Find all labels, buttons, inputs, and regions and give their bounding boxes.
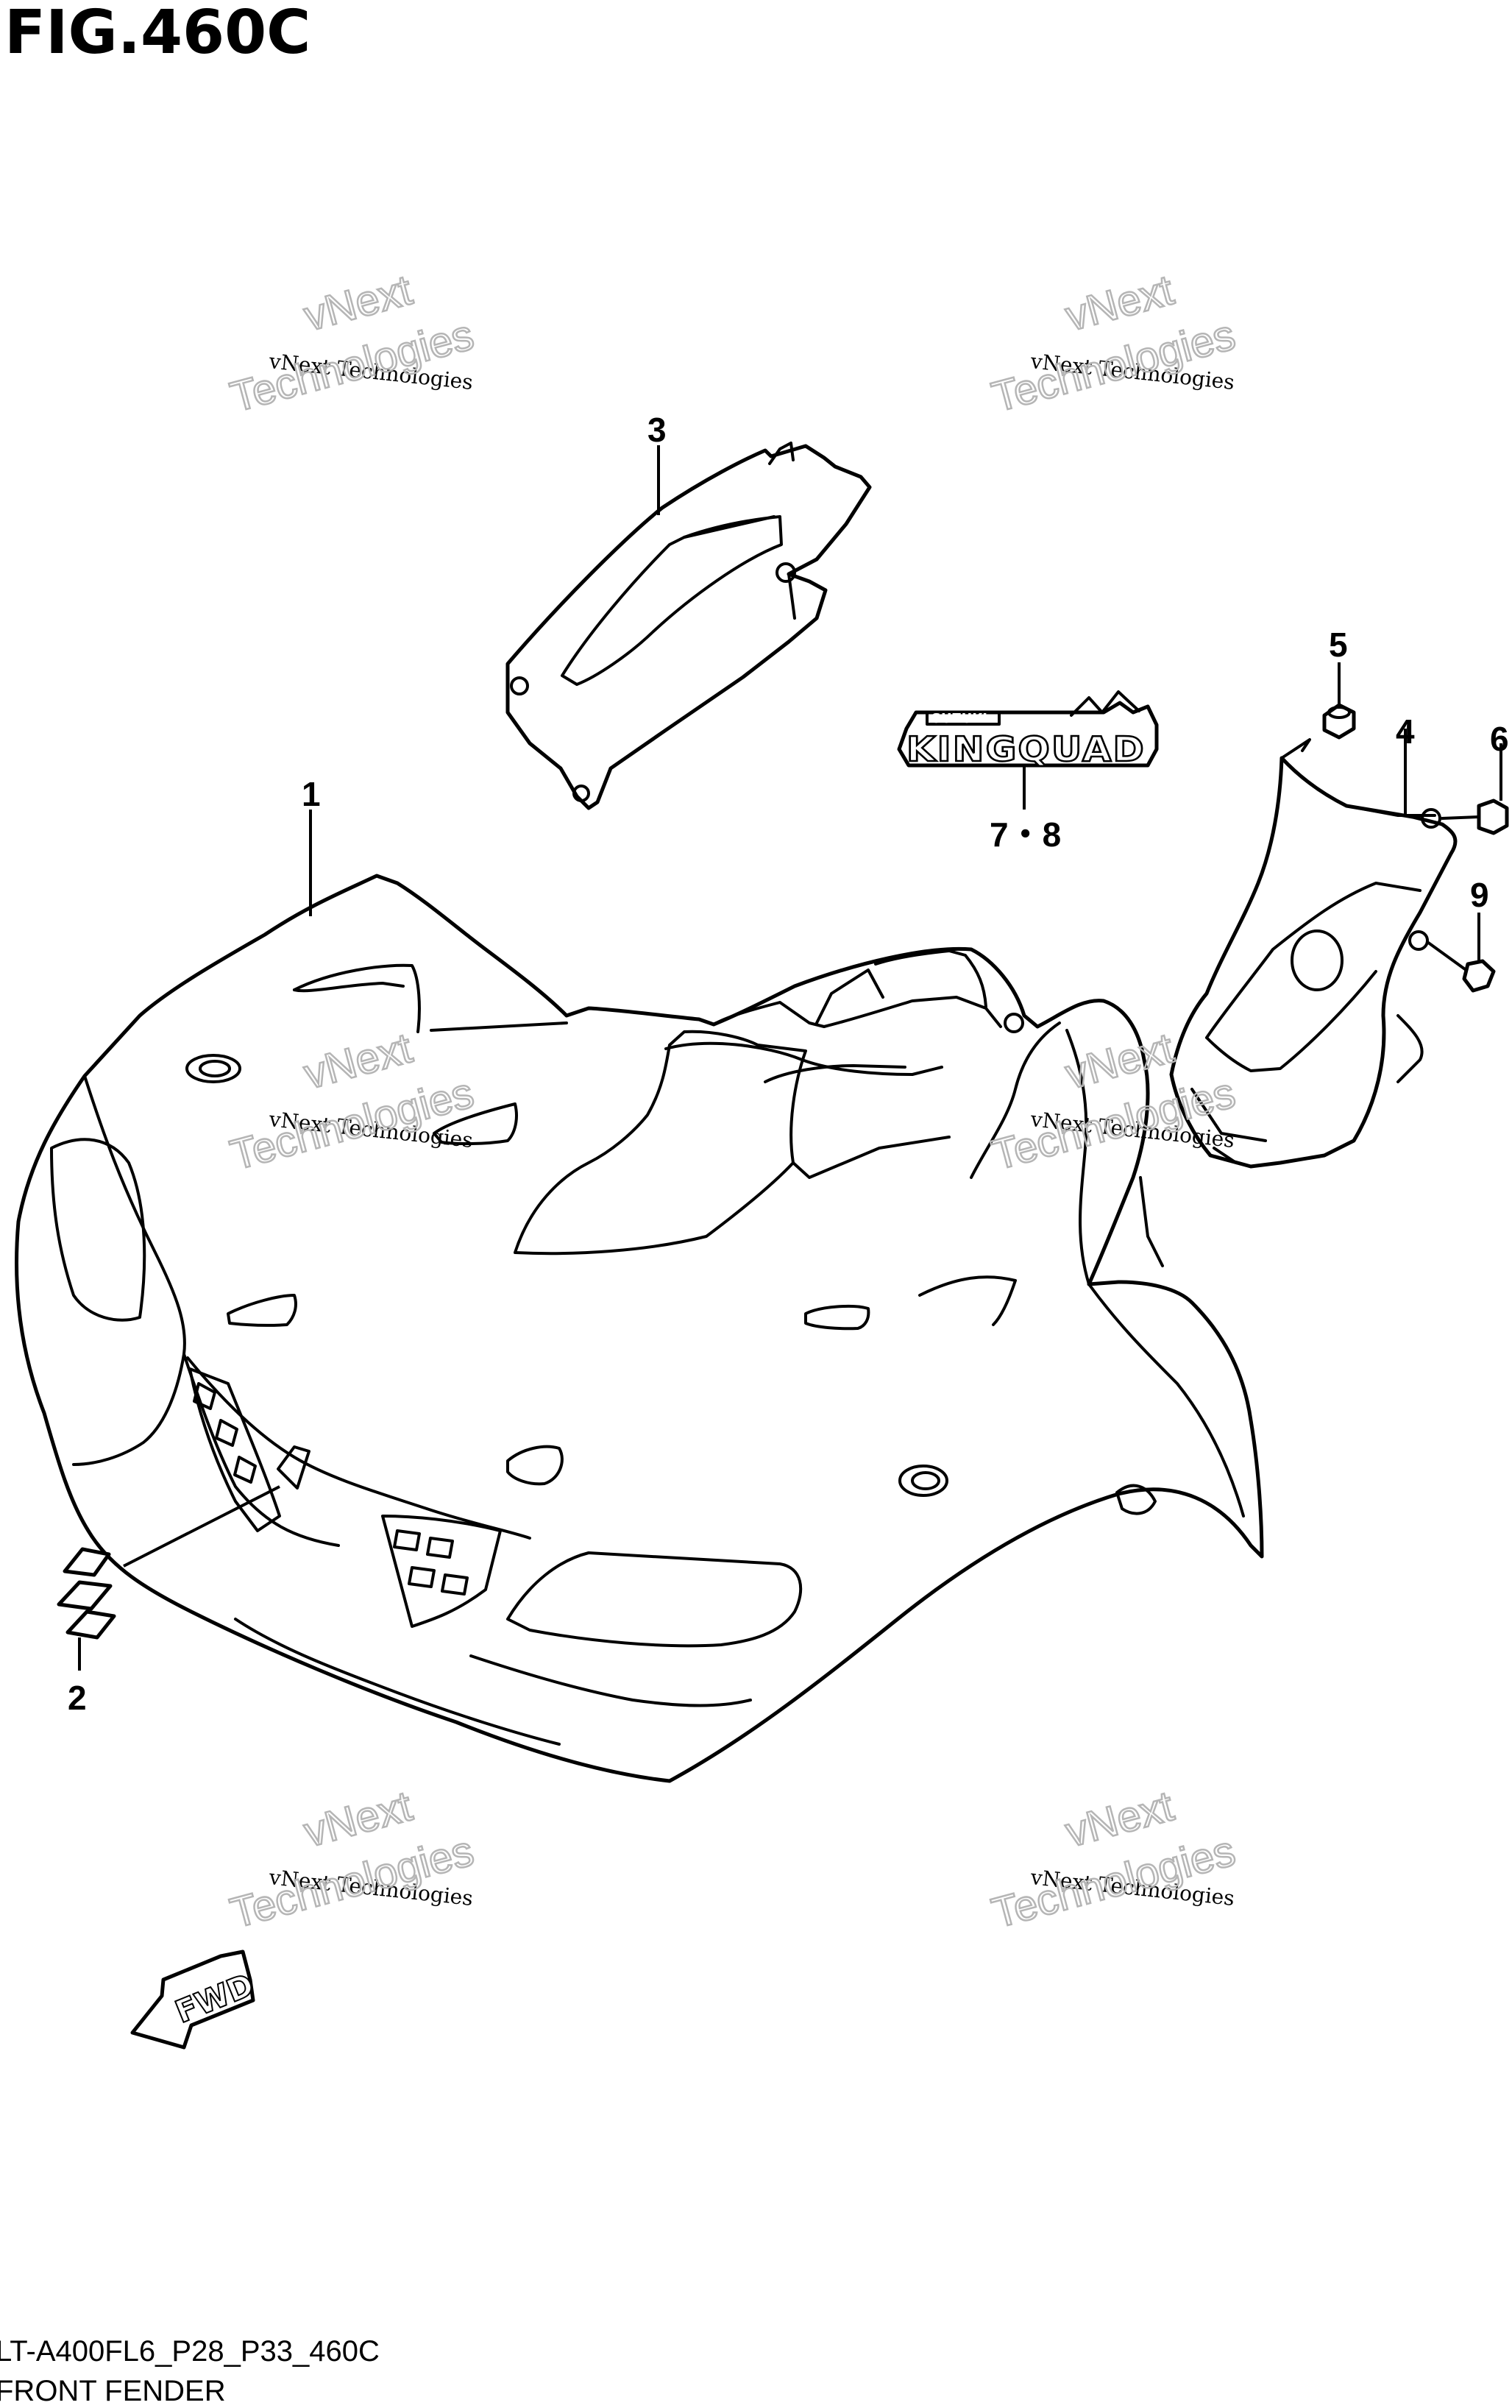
watermark-bottom-right: vNext Technologies vNext Technologies [986, 1781, 1241, 1938]
callout-7-8: 7・8 [990, 815, 1061, 854]
part-4-side-cover[interactable] [1169, 729, 1458, 1169]
part-6-screw[interactable] [1441, 743, 1509, 835]
part-7-8-decal[interactable]: SUZUKI KINGQUAD [897, 690, 1159, 810]
footer-model-code: LT-A400FL6_P28_P33_460C [0, 2335, 380, 2368]
callout-4: 4 [1396, 712, 1415, 751]
decal-model-text: KINGQUAD [906, 729, 1146, 769]
watermark-bottom-left: vNext Technologies vNext Technologies [224, 1781, 479, 1938]
callout-5: 5 [1329, 626, 1348, 664]
figure-title: FIG.460C [4, 0, 310, 68]
footer-caption: FRONT FENDER [0, 2375, 226, 2407]
part-9-screw[interactable] [1426, 913, 1496, 993]
watermark-top-left: vNext Technologies vNext Technologies [224, 265, 479, 422]
callout-2: 2 [68, 1679, 87, 1717]
callout-9: 9 [1470, 876, 1489, 914]
callout-6: 6 [1490, 720, 1509, 758]
part-5-nut[interactable] [1322, 662, 1356, 740]
part-3-side-cover[interactable] [505, 442, 872, 810]
part-1-front-fender[interactable] [15, 874, 1264, 1783]
decal-brand-text: SUZUKI [931, 711, 987, 726]
fwd-arrow: FWD [130, 1950, 260, 2050]
callout-1: 1 [302, 775, 321, 813]
part-2-emblem[interactable] [57, 1547, 116, 1640]
watermark-top-right: vNext Technologies vNext Technologies [986, 265, 1241, 422]
callout-3: 3 [647, 411, 667, 449]
